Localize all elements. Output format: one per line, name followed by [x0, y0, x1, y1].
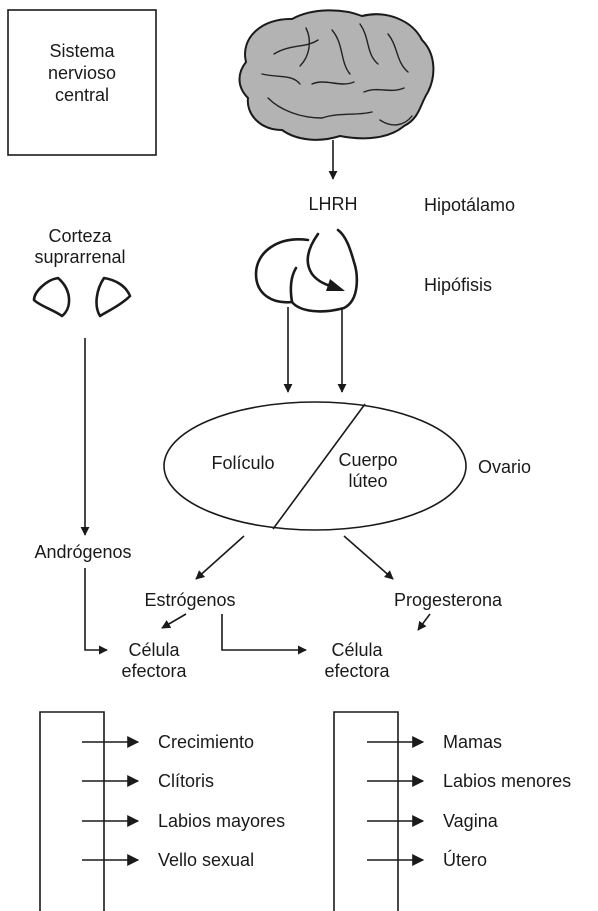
cns-label-line2: nervioso: [48, 63, 116, 83]
adrenal-right-icon: [95, 276, 132, 318]
right-target-label-0: Mamas: [443, 732, 502, 752]
androgens-to-effector-arrow: [84, 568, 108, 655]
brain-icon: [238, 9, 435, 141]
effector-right-line2: efectora: [324, 661, 390, 681]
left-target-label-1: Clítoris: [158, 771, 214, 791]
left-target-label-3: Vello sexual: [158, 850, 254, 870]
adrenal-label-line1: Corteza: [48, 226, 112, 246]
ovary-label: Ovario: [478, 457, 531, 477]
ovary-icon: [163, 401, 467, 531]
effector-left-line1: Célula: [128, 640, 180, 660]
progesterone-label: Progesterona: [394, 590, 503, 610]
right-target-label-1: Labios menores: [443, 771, 571, 791]
androgens-label: Andrógenos: [34, 542, 131, 562]
effector-right-line1: Célula: [331, 640, 383, 660]
adrenal-label-line2: suprarrenal: [34, 247, 125, 267]
right-target-bracket: [333, 711, 399, 911]
cns-label-line1: Sistema: [49, 41, 115, 61]
estrogens-label: Estrógenos: [144, 590, 235, 610]
follicle-label: Folículo: [211, 453, 274, 473]
progesterone-to-effector-arrow: [417, 613, 431, 631]
lhrh-label: LHRH: [308, 194, 357, 214]
corpus-to-progesterone-arrow: [343, 535, 394, 580]
corpus-label-line1: Cuerpo: [338, 450, 397, 470]
left-target-label-0: Crecimiento: [158, 732, 254, 752]
hypothalamus-label: Hipotálamo: [424, 195, 515, 215]
follicle-to-estrogens-arrow: [195, 535, 245, 580]
cns-box: Sistema nervioso central: [7, 9, 157, 156]
cns-label-line3: central: [55, 85, 109, 105]
estrogens-to-right-effector-arrow: [221, 614, 307, 655]
left-target-label-2: Labios mayores: [158, 811, 285, 831]
effector-left-line2: efectora: [121, 661, 187, 681]
estrogens-to-left-effector-arrow: [161, 613, 187, 629]
pituitary-label: Hipófisis: [424, 275, 492, 295]
corpus-label-line2: lúteo: [348, 471, 387, 491]
pituitary-icon: [254, 228, 359, 313]
right-target-label-3: Útero: [443, 849, 487, 870]
right-target-label-2: Vagina: [443, 811, 499, 831]
adrenal-left-icon: [32, 276, 71, 318]
left-target-bracket: [39, 711, 105, 911]
